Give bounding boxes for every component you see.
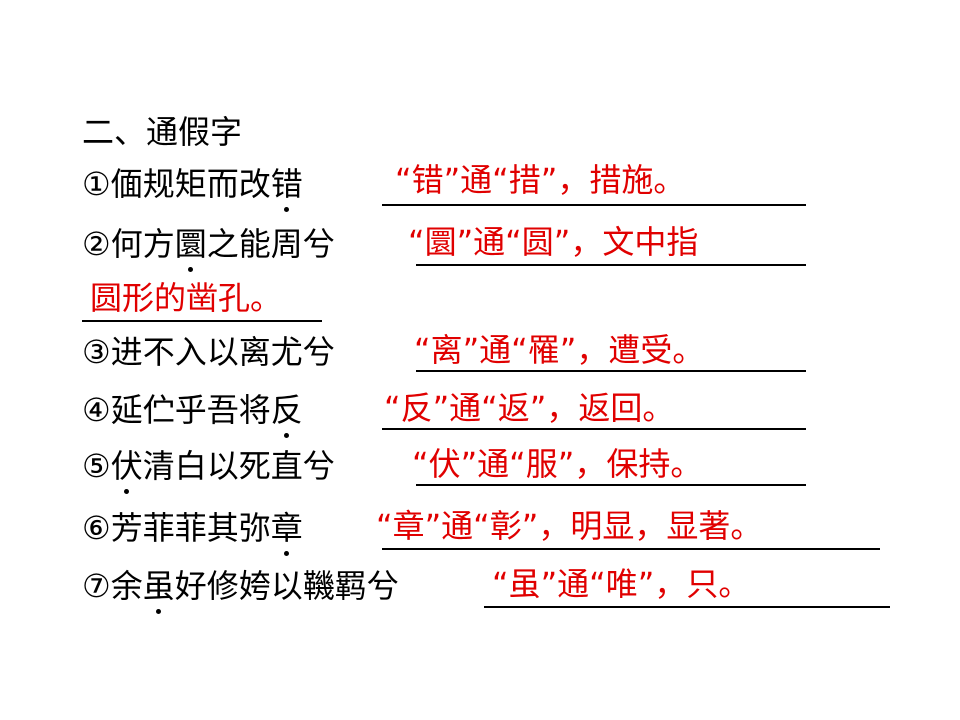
answer-blank-2b [82, 282, 322, 322]
answer-6: “章”通“彰”，明显，显著。 [376, 507, 763, 545]
dotted-char: 伏 [110, 447, 143, 494]
question-7: ⑦余虽好修姱以鞿羁兮 [82, 566, 399, 614]
dotted-char: 圜 [174, 225, 207, 272]
question-text: 离 [238, 333, 271, 371]
answer-7: “虽”通“唯”，只。 [492, 565, 751, 603]
question-2: ②何方圜之能周兮 [82, 224, 335, 272]
answer-blank-4 [382, 390, 806, 430]
answer-blank-1 [382, 166, 806, 206]
dotted-char: 虽 [142, 567, 175, 614]
dotted-char: 错 [270, 165, 303, 212]
answer-blank-6 [382, 510, 880, 550]
answer-1: “错”通“措”，措施。 [395, 161, 686, 199]
question-5: ⑤伏清白以死直兮 [82, 446, 335, 494]
answer-2-line-1: “圜”通“圆”，文中指 [408, 223, 699, 261]
answer-4: “反”通“返”，返回。 [384, 389, 675, 427]
answer-2-line-2: 圆形的凿孔。 [90, 279, 283, 317]
question-text: ①偭规矩而改 [82, 165, 271, 203]
answer-5: “伏”通“服”，保持。 [412, 445, 703, 483]
question-6: ⑥芳菲菲其弥章 [82, 508, 303, 556]
answer-blank-2 [416, 226, 806, 266]
question-text: ②何方 [82, 225, 175, 263]
question-text: ⑥芳菲菲其弥 [82, 509, 271, 547]
question-1: ①偭规矩而改错 [82, 164, 303, 212]
question-text: ⑤ [82, 447, 111, 485]
answer-3: “离”通“罹”，遭受。 [414, 331, 705, 369]
question-text: ④延伫乎吾将 [82, 391, 271, 429]
section-heading: 二、通假字 [82, 113, 243, 151]
question-4: ④延伫乎吾将反 [82, 390, 303, 438]
question-text: 好修姱以鞿羁兮 [174, 567, 399, 605]
question-text: ③进不入以 [82, 333, 239, 371]
answer-blank-7 [484, 568, 890, 608]
question-3: ③进不入以离尤兮 [82, 332, 335, 372]
answer-blank-5 [416, 446, 806, 486]
dotted-char: 章 [270, 509, 303, 556]
question-text: 尤兮 [270, 333, 335, 371]
question-text: 之能周兮 [206, 225, 335, 263]
answer-blank-3 [416, 332, 806, 372]
question-text: ⑦余 [82, 567, 143, 605]
dotted-char: 反 [270, 391, 303, 438]
question-text: 清白以死直兮 [142, 447, 335, 485]
